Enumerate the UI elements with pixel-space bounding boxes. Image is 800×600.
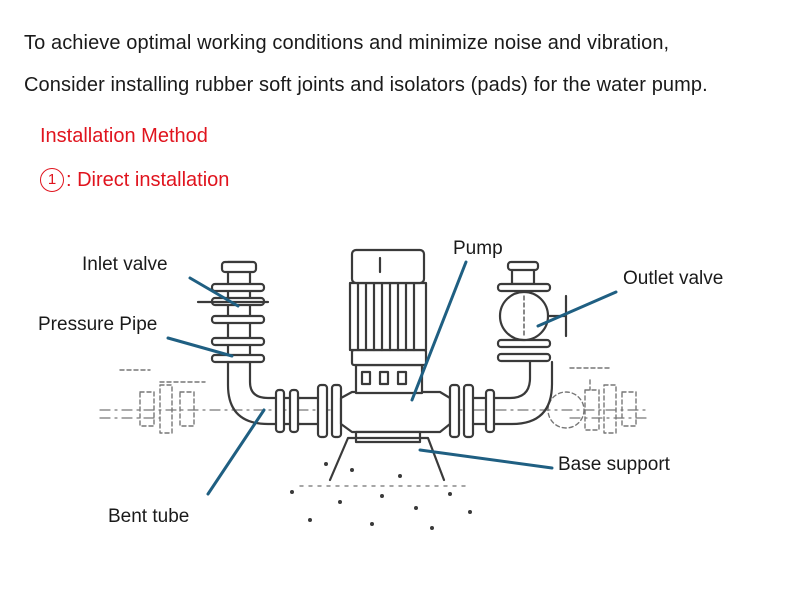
number-badge: 1 xyxy=(40,168,64,192)
pointer-pressure-pipe xyxy=(166,336,234,358)
inlet-pipe-assembly xyxy=(196,260,270,364)
right-elbow xyxy=(492,360,554,426)
installation-method-title: Installation Method xyxy=(40,125,208,147)
pipe-centerline xyxy=(99,409,651,419)
bent-tube-label: Bent tube xyxy=(108,506,190,527)
pointer-pump xyxy=(410,260,468,402)
pressure-pipe-label: Pressure Pipe xyxy=(38,314,158,335)
installation-method-item: 1: Direct installation xyxy=(40,168,229,192)
pointer-lines xyxy=(166,260,618,496)
intro-line-1: To achieve optimal working conditions an… xyxy=(24,32,670,54)
left-horizontal-flanges xyxy=(274,383,343,439)
inlet-valve-label: Inlet valve xyxy=(82,254,168,275)
left-ghost-fittings xyxy=(119,369,206,434)
pointer-outlet-valve xyxy=(536,290,618,328)
outlet-pipe-assembly xyxy=(496,260,568,363)
base-support-label: Base support xyxy=(558,454,670,475)
right-ghost-fittings xyxy=(547,367,637,434)
outlet-valve-label: Outlet valve xyxy=(623,268,724,289)
pointer-inlet-valve xyxy=(188,276,240,308)
pointer-bent-tube xyxy=(206,408,266,496)
intro-line-2: Consider installing rubber soft joints a… xyxy=(24,74,708,96)
pointer-base-support xyxy=(418,448,554,470)
installation-method-label: : Direct installation xyxy=(66,169,230,191)
bent-tube-shape xyxy=(226,360,302,426)
gravel-dots xyxy=(290,462,472,530)
pump-label: Pump xyxy=(453,238,503,259)
base-support xyxy=(299,436,471,487)
right-horizontal-flanges xyxy=(448,383,496,439)
